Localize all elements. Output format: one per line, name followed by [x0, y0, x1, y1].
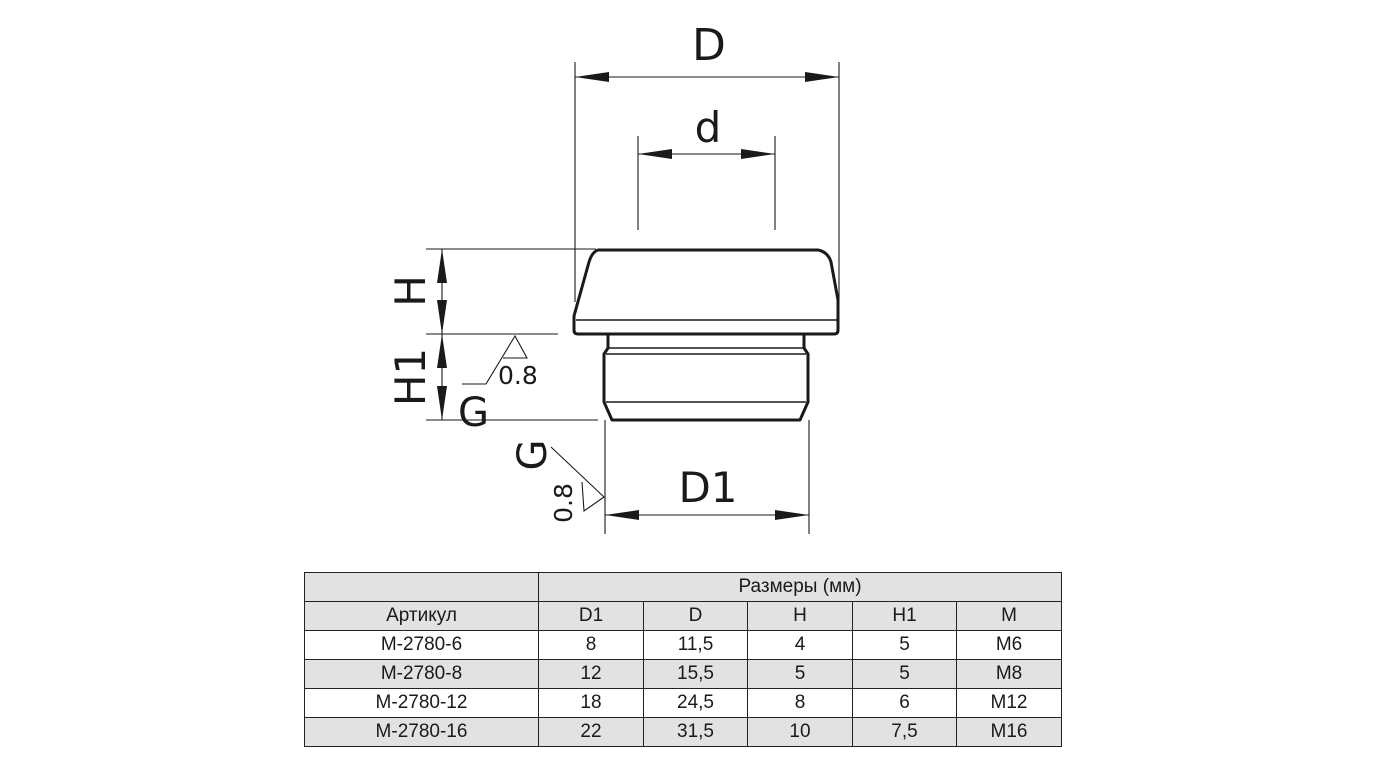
table-cell: 31,5 — [643, 717, 748, 747]
H-label: H — [386, 275, 435, 307]
table-row: M-2780-12 18 24,5 8 6 M12 — [304, 688, 1063, 718]
roughness-symbol-side: 0.8 — [462, 334, 538, 390]
table-row: M-2780-6 8 11,5 4 5 M6 — [304, 630, 1063, 660]
D-label: D — [692, 20, 726, 71]
dimensions-table: Размеры (мм) Артикул D1 D H H1 M M-2780-… — [304, 572, 1063, 747]
column-header-D1: D1 — [538, 601, 644, 631]
table-cell: 22 — [538, 717, 644, 747]
table-group-header-row: Размеры (мм) — [304, 572, 1063, 602]
column-header-H1: H1 — [852, 601, 957, 631]
D1-label: D1 — [678, 463, 737, 512]
table-cell: 4 — [747, 630, 853, 660]
table-cell: 10 — [747, 717, 853, 747]
table-cell: 11,5 — [643, 630, 748, 660]
G-bottom-label: G — [510, 440, 556, 471]
cap-head-outline — [572, 248, 840, 336]
H-arrow-top — [437, 249, 447, 283]
technical-drawing: D d H H1 0.8 G D1 G 0.8 — [386, 20, 840, 534]
D-arrow-right — [805, 72, 839, 82]
table-cell: 8 — [538, 630, 644, 660]
column-header-H: H — [747, 601, 853, 631]
H1-arrow-top — [437, 334, 447, 368]
table-group-header: Размеры (мм) — [537, 572, 1063, 602]
table-cell: 12 — [538, 659, 644, 689]
roughness-symbol-bottom — [550, 446, 605, 513]
table-cell: 5 — [852, 630, 957, 660]
table-cell: M16 — [955, 717, 1063, 747]
G-side-label: G — [458, 390, 489, 436]
table-header-empty — [304, 572, 539, 602]
H1-label: H1 — [386, 348, 435, 406]
H-arrow-bottom — [437, 300, 447, 334]
H1-arrow-bottom — [437, 386, 447, 420]
d-label: d — [695, 103, 722, 152]
table-cell: 6 — [852, 688, 957, 718]
table-cell: 8 — [747, 688, 853, 718]
table-cell: 24,5 — [643, 688, 748, 718]
table-cell: 18 — [538, 688, 644, 718]
d-arrow-left — [638, 149, 672, 159]
column-header-M: M — [955, 601, 1063, 631]
column-header-article: Артикул — [304, 601, 539, 631]
table-cell: M-2780-8 — [304, 659, 539, 689]
table-cell: 5 — [747, 659, 853, 689]
shank-outline — [602, 334, 810, 422]
table-cell: M8 — [955, 659, 1063, 689]
D1-arrow-right — [775, 510, 809, 520]
D-arrow-left — [575, 72, 609, 82]
table-cell: M-2780-6 — [304, 630, 539, 660]
column-header-D: D — [643, 601, 748, 631]
roughness-bottom-label: 0.8 — [549, 483, 578, 523]
table-header-row: Артикул D1 D H H1 M — [304, 601, 1063, 631]
roughness-side-label: 0.8 — [498, 361, 538, 390]
table-cell: M12 — [955, 688, 1063, 718]
table-cell: 5 — [852, 659, 957, 689]
table-cell: M-2780-12 — [304, 688, 539, 718]
table-cell: 7,5 — [852, 717, 957, 747]
table-cell: M-2780-16 — [304, 717, 539, 747]
D1-arrow-left — [605, 510, 639, 520]
d-arrow-right — [741, 149, 775, 159]
table-row: M-2780-16 22 31,5 10 7,5 M16 — [304, 717, 1063, 747]
table-cell: 15,5 — [643, 659, 748, 689]
table-row: M-2780-8 12 15,5 5 5 M8 — [304, 659, 1063, 689]
table-cell: M6 — [955, 630, 1063, 660]
